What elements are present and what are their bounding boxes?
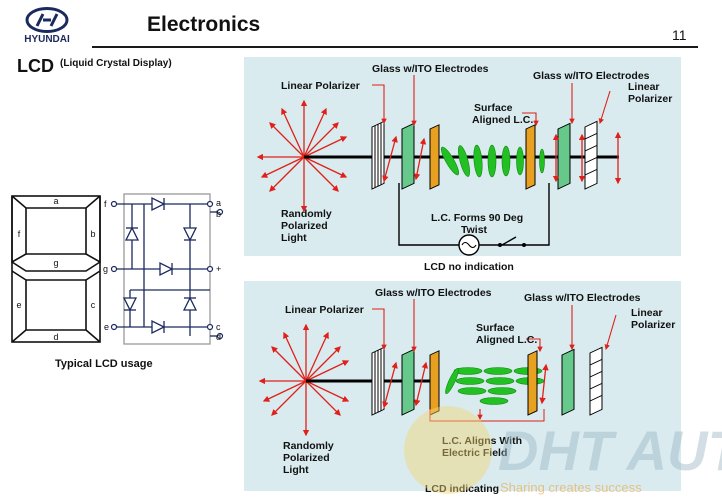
label-surface-1: Surface: [474, 102, 513, 114]
label-glass-left: Glass w/ITO Electrodes: [372, 63, 489, 75]
watermark-tagline: Sharing creates success: [500, 480, 642, 495]
label-linear-polarizer-right-1: Linear: [628, 81, 660, 93]
label-random-2: Polarized: [281, 220, 328, 232]
segment-label-c: c: [91, 300, 96, 310]
panel-no-indication: Linear Polarizer Glass w/ITO Electrodes …: [244, 57, 681, 256]
label2-glass-left: Glass w/ITO Electrodes: [375, 287, 492, 299]
label-random-3: Light: [281, 232, 307, 244]
segment-label-f: f: [18, 229, 21, 239]
segment-label-d: d: [53, 332, 58, 342]
section-subheading: (Liquid Crystal Display): [60, 58, 172, 69]
label2-surface-1: Surface: [476, 322, 515, 334]
label2-lc-note-2: Electric Field: [442, 447, 508, 459]
label2-surface-2: Aligned L.C.: [476, 334, 538, 346]
label2-lc-note-1: L.C. Aligns With: [442, 435, 523, 447]
header-rule: [92, 46, 698, 48]
terminal-g: g: [103, 264, 108, 274]
segment-label-g: g: [53, 258, 58, 268]
terminal-d: d: [216, 332, 221, 342]
label-glass-right: Glass w/ITO Electrodes: [533, 70, 650, 82]
segment-label-e: e: [16, 300, 21, 310]
label-surface-2: Aligned L.C.: [472, 114, 534, 126]
section-heading: LCD: [17, 56, 54, 76]
brand-text: HYUNDAI: [24, 34, 70, 44]
caption-indicating: LCD indicating: [425, 483, 500, 495]
diode-circuit: f g e a b + c d: [103, 193, 224, 345]
label-random-1: Randomly: [281, 208, 332, 220]
label2-linear-polarizer-right-1: Linear: [631, 307, 663, 319]
terminal-f: f: [104, 199, 107, 209]
caption-no-indication: LCD no indication: [424, 261, 514, 273]
label2-random-1: Randomly: [283, 440, 334, 452]
usage-caption: Typical LCD usage: [55, 358, 153, 370]
terminal-c: c: [216, 322, 221, 332]
page-number: 11: [672, 27, 687, 43]
label-linear-polarizer-left: Linear Polarizer: [281, 80, 360, 92]
segment-label-b: b: [90, 229, 95, 239]
seven-segment-display: a b c d e f g: [11, 195, 101, 343]
label2-glass-right: Glass w/ITO Electrodes: [524, 292, 641, 304]
segment-label-a: a: [53, 196, 58, 206]
label-lc-note-1: L.C. Forms 90 Deg: [431, 212, 524, 224]
label2-linear-polarizer-right-2: Polarizer: [631, 319, 676, 331]
page-title: Electronics: [147, 13, 261, 36]
label2-random-3: Light: [283, 464, 309, 476]
terminal-b: b: [216, 209, 221, 219]
diagram-no-indication: [256, 75, 622, 256]
label2-random-2: Polarized: [283, 452, 330, 464]
terminal-plus: +: [216, 264, 221, 274]
label-lc-note-2: Twist: [461, 224, 488, 236]
terminal-e: e: [104, 322, 109, 332]
panel-indicating: Linear Polarizer Glass w/ITO Electrodes …: [244, 281, 681, 491]
hyundai-logo: HYUNDAI: [24, 7, 70, 44]
diagram-indicating: [258, 299, 617, 437]
label2-linear-polarizer-left: Linear Polarizer: [285, 304, 364, 316]
terminal-a: a: [216, 198, 221, 208]
label-linear-polarizer-right-2: Polarizer: [628, 93, 673, 105]
